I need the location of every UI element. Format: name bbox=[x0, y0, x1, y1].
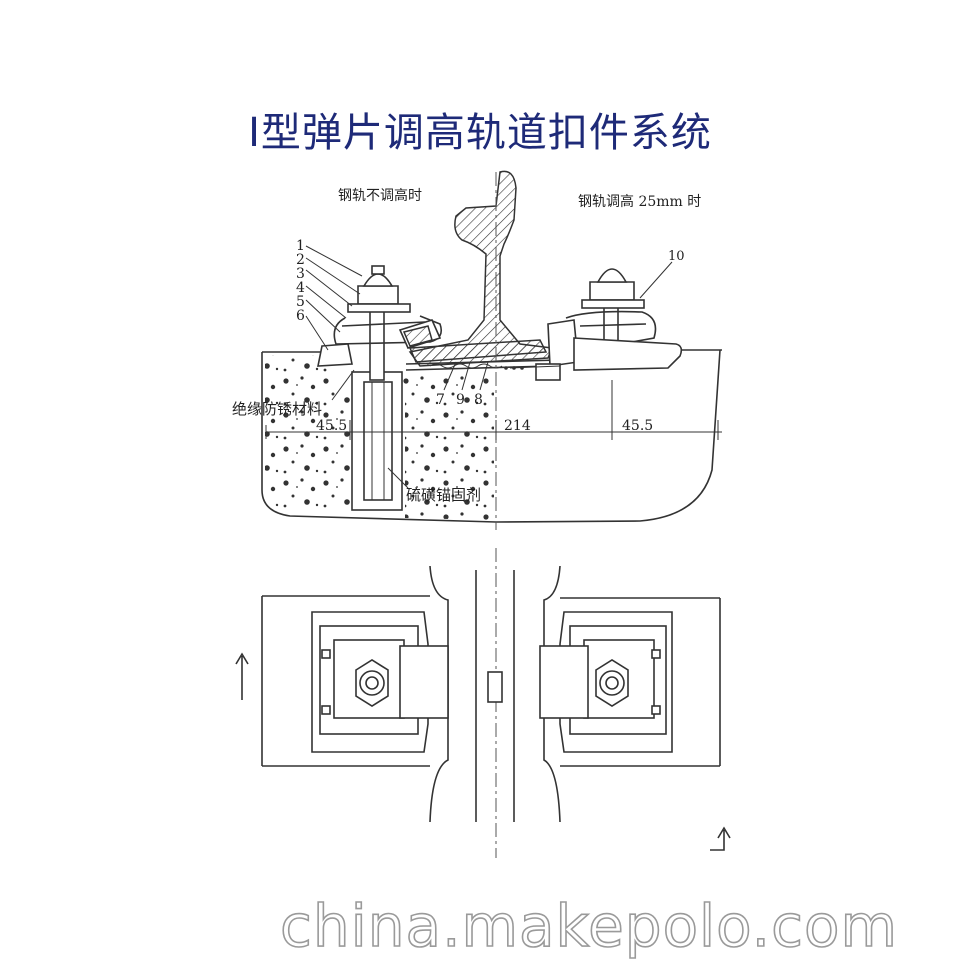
callout-8: 8 bbox=[474, 392, 483, 408]
callout-3: 3 bbox=[296, 266, 305, 282]
callout-leaders bbox=[305, 245, 673, 489]
insulation-label: 绝缘防锈材料 bbox=[232, 400, 322, 418]
callout-7: 7 bbox=[436, 392, 445, 408]
left-condition-label: 钢轨不调高时 bbox=[338, 187, 422, 204]
elastic-clip-left bbox=[333, 315, 443, 345]
rail-profile bbox=[408, 170, 554, 367]
anchor-label: 硫磺锚固剂 bbox=[406, 486, 481, 504]
watermark: china.makepolo.com bbox=[279, 891, 898, 960]
callout-6: 6 bbox=[296, 308, 305, 324]
sleeper-plan bbox=[261, 595, 721, 767]
diagram-title: Ⅰ型弹片调高轨道扣件系统 bbox=[248, 110, 712, 156]
callout-4: 4 bbox=[296, 280, 305, 296]
nut-right bbox=[589, 281, 635, 301]
section-marker-left bbox=[235, 652, 249, 700]
dimension-lines bbox=[265, 380, 722, 440]
nut-left bbox=[357, 285, 399, 305]
callout-5: 5 bbox=[296, 294, 305, 310]
sleeper-section bbox=[261, 349, 721, 523]
callouts-left: 1 2 3 4 5 6 bbox=[296, 238, 305, 324]
dimension-left: 45.5 bbox=[316, 418, 347, 434]
concrete-texture bbox=[265, 355, 350, 512]
plan-view bbox=[235, 548, 731, 858]
callout-1: 1 bbox=[296, 238, 305, 254]
callout-9: 9 bbox=[456, 392, 465, 408]
rail-plan bbox=[429, 565, 561, 823]
dimension-center: 214 bbox=[504, 418, 531, 434]
right-condition-label: 钢轨调高 25mm 时 bbox=[578, 193, 701, 210]
dimension-right: 45.5 bbox=[622, 418, 653, 434]
section-marker-right bbox=[710, 826, 731, 851]
callout-2: 2 bbox=[296, 252, 305, 268]
callouts-bottom: 7 9 8 bbox=[436, 392, 483, 408]
elastic-clip-right bbox=[565, 310, 657, 343]
callout-10: 10 bbox=[668, 249, 685, 264]
section-view bbox=[261, 170, 722, 530]
